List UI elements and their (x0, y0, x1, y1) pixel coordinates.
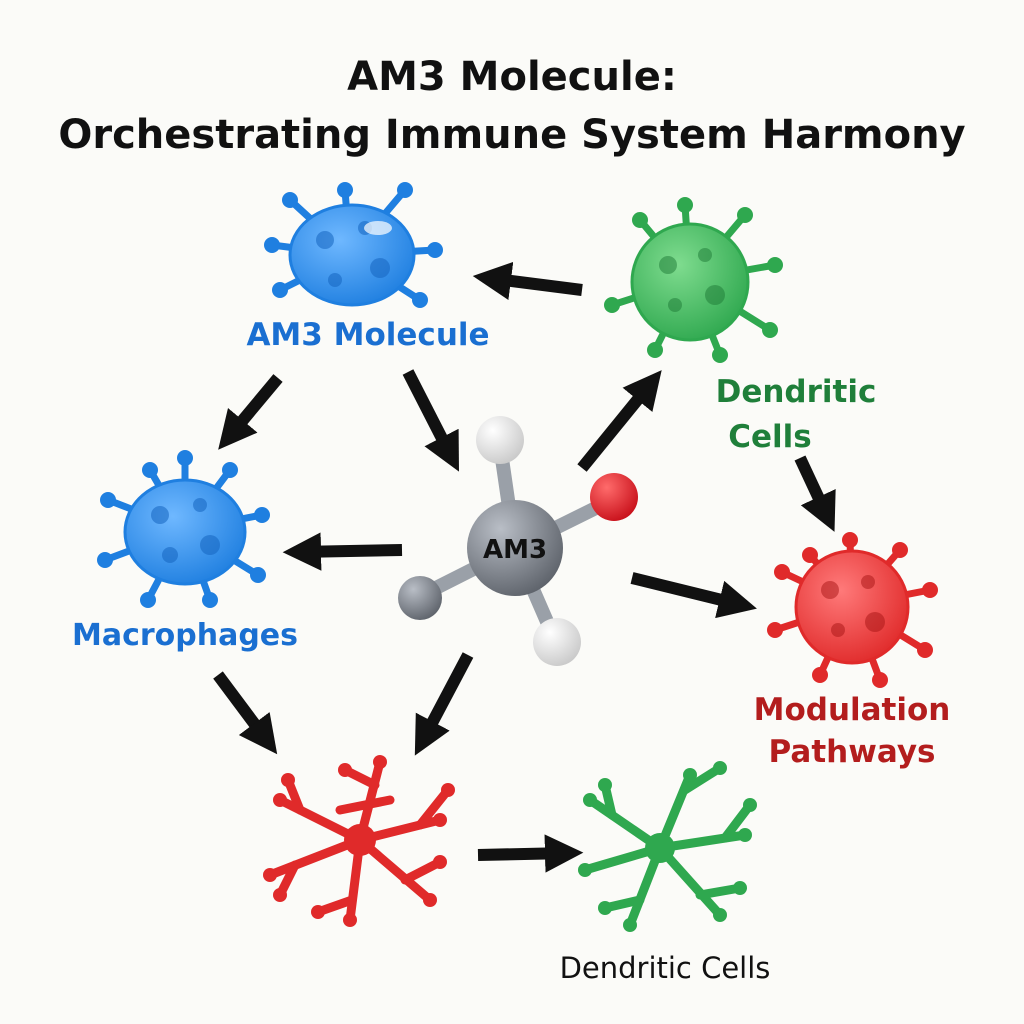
arrow-am3-label-to-center (402, 369, 459, 472)
arrow-macrophages-to-red-dendritic (213, 671, 278, 755)
arrows (213, 261, 836, 873)
dendritic-cells-bottom-label: Dendritic Cells (560, 951, 771, 985)
modulation-pathways-label-line2: Pathways (769, 734, 936, 770)
arrow-dendritic-to-am3-label (472, 261, 583, 300)
center-am3-label: AM3 (483, 535, 547, 565)
title-line-1: AM3 Molecule: (347, 54, 677, 100)
title-line-2: Orchestrating Immune System Harmony (58, 112, 966, 158)
red-dendritic-cell-icon (263, 755, 455, 927)
hydrogen-atom-top-icon (476, 416, 524, 464)
page-title: AM3 Molecule: Orchestrating Immune Syste… (0, 48, 1024, 164)
arrow-red-to-green-dendritic (477, 834, 584, 873)
hydrogen-atom-bottom-icon (533, 618, 581, 666)
arrow-center-to-macrophages (282, 532, 403, 571)
arrow-dendritic-to-modulation (794, 455, 836, 532)
dendritic-green-cell-icon (604, 197, 783, 363)
am3-molecule-label: AM3 Molecule (246, 317, 489, 353)
am3-molecule-icon: AM3 (398, 416, 638, 666)
oxygen-atom-icon (590, 473, 638, 521)
modulation-red-cell-icon (767, 532, 938, 688)
green-dendritic-cell-icon (578, 761, 757, 932)
carbon-atom-left-icon (398, 576, 442, 620)
dendritic-cells-top-label-line1: Dendritic (716, 374, 877, 410)
arrow-center-to-modulation (630, 572, 757, 619)
macrophage-cell-icon (97, 450, 270, 608)
arrow-center-to-dendritic (577, 370, 662, 472)
am3-blue-cell-icon (264, 182, 443, 308)
dendritic-cells-top-label-line2: Cells (728, 419, 811, 455)
arrow-am3-label-to-macrophages (218, 374, 283, 450)
arrow-center-to-red-dendritic (414, 652, 474, 756)
modulation-pathways-label-line1: Modulation (754, 692, 951, 728)
macrophages-label: Macrophages (72, 618, 298, 653)
